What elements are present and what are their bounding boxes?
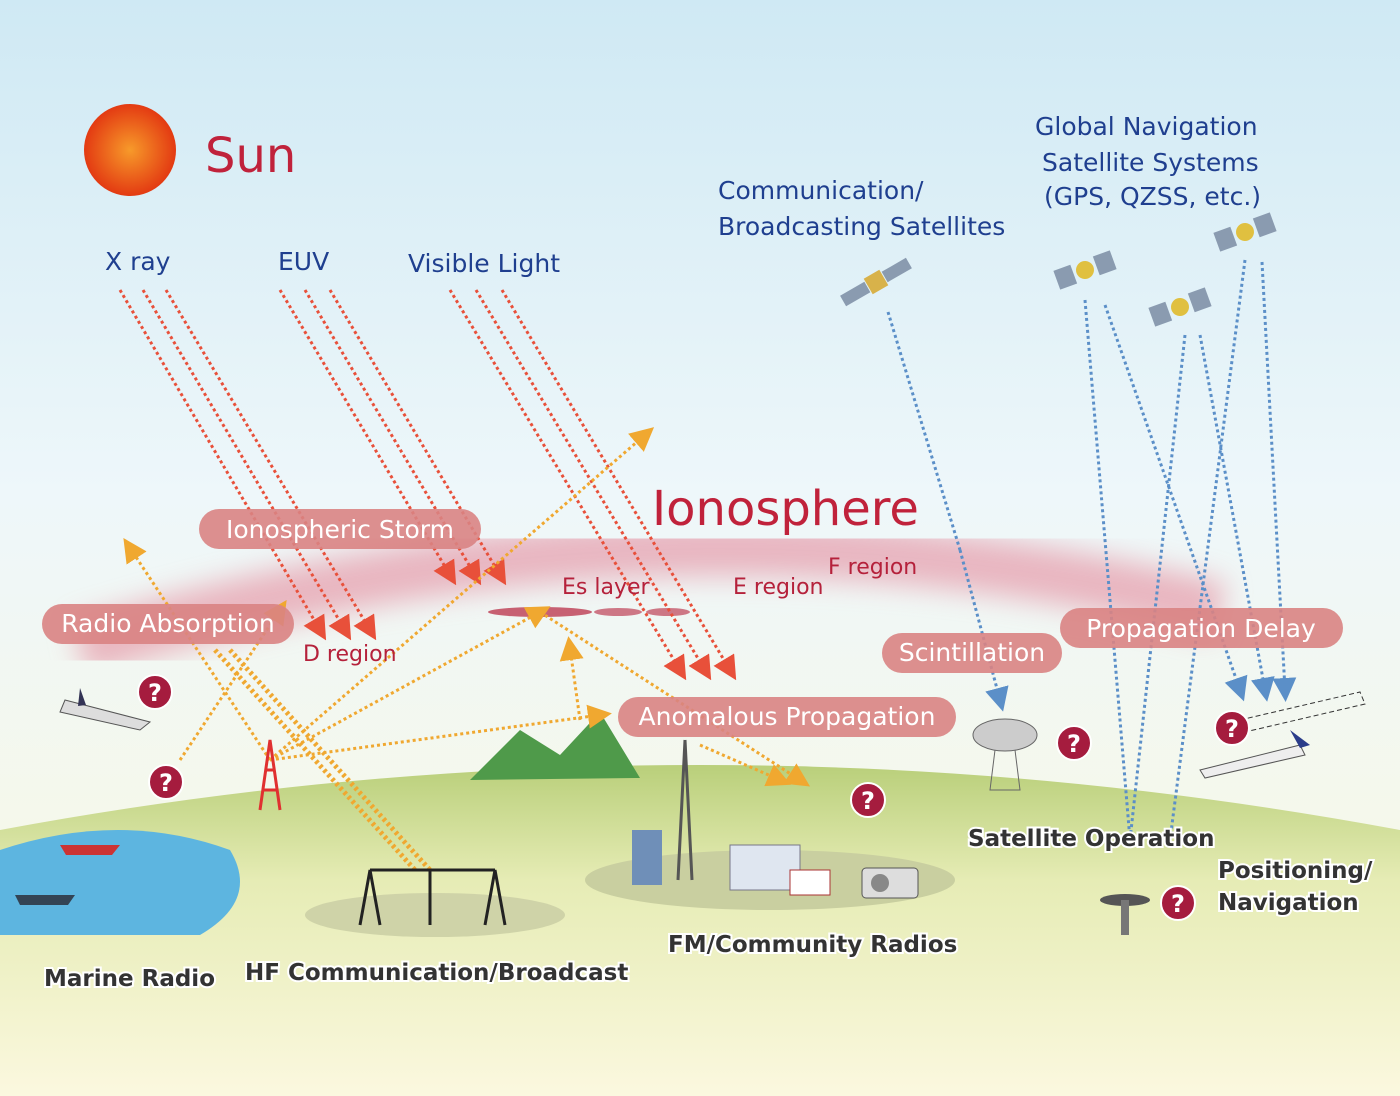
- gnss-signal: [1128, 334, 1187, 841]
- svg-text:?: ?: [159, 769, 173, 797]
- ships-icon: [15, 845, 120, 905]
- mountains: [470, 712, 640, 780]
- visible-light-ray: [448, 289, 687, 681]
- gnss-signal: [1103, 304, 1248, 702]
- gnss-signal: [1168, 259, 1247, 841]
- fm-community-radio-label: FM/Community Radios: [668, 932, 957, 958]
- tv-tower-icon: [676, 739, 694, 881]
- sun-icon: [84, 104, 176, 196]
- airplane-icon: [1199, 730, 1310, 779]
- satellite-icon: [1213, 212, 1277, 252]
- satellite-icon: [1053, 250, 1117, 290]
- pill-radio-absorption: Radio Absorption: [42, 604, 294, 644]
- svg-text:Ionospheric Storm: Ionospheric Storm: [226, 515, 454, 544]
- pill-scintillation: Scintillation: [882, 633, 1062, 673]
- positioning-label-2: Navigation: [1218, 890, 1359, 916]
- gnss-label-3: (GPS, QZSS, etc.): [1044, 182, 1261, 211]
- hf-wave-beam: [228, 648, 432, 872]
- hf-area: [305, 893, 565, 937]
- satellite-operation-label: Satellite Operation: [968, 826, 1214, 852]
- hf-wave-beam: [213, 648, 417, 872]
- visible-light-ray: [474, 289, 712, 681]
- ionosphere-title: Ionosphere: [652, 481, 919, 537]
- satellite-icon: [1148, 287, 1212, 327]
- comm-sat-label-1: Communication/: [718, 176, 924, 205]
- satellite-icon: [840, 257, 912, 307]
- comm-sat-label-2: Broadcasting Satellites: [718, 212, 1005, 241]
- svg-text:Scintillation: Scintillation: [899, 638, 1045, 667]
- d-region-label: D region: [303, 642, 397, 667]
- question-mark-icon: ?: [850, 782, 886, 818]
- marine-radio-label: Marine Radio: [44, 966, 215, 992]
- pill-anomalous-propagation: Anomalous Propagation: [618, 697, 956, 737]
- question-mark-icon: ?: [1160, 885, 1196, 921]
- buildings-icon: [632, 830, 831, 896]
- sea: [0, 830, 240, 935]
- radio-icon: [861, 867, 919, 899]
- question-mark-icon: ?: [148, 764, 184, 800]
- svg-text:?: ?: [1171, 890, 1185, 918]
- question-mark-icon: ?: [1214, 710, 1250, 746]
- svg-text:Propagation Delay: Propagation Delay: [1086, 614, 1316, 643]
- radio-wave-path: [559, 636, 584, 721]
- euv-label: EUV: [278, 247, 329, 276]
- hf-antenna-icon: [358, 868, 507, 926]
- airplane-outline-icon: [1239, 691, 1366, 733]
- svg-text:?: ?: [861, 787, 875, 815]
- ionosphere-band: [71, 521, 1227, 677]
- gnss-receiver-icon: [1100, 894, 1150, 935]
- pill-propagation-delay: Propagation Delay: [1060, 608, 1343, 648]
- antenna-dish-icon: [972, 718, 1038, 791]
- pill-ionospheric-storm: Ionospheric Storm: [199, 509, 481, 549]
- question-badges: ??????: [137, 674, 1250, 921]
- xray-ray: [164, 289, 377, 641]
- svg-text:Radio Absorption: Radio Absorption: [61, 609, 275, 638]
- visible-light-label: Visible Light: [408, 249, 560, 278]
- radio-wave-path: [699, 743, 791, 787]
- earth-ground: [0, 765, 1400, 1096]
- svg-text:?: ?: [1225, 715, 1239, 743]
- xray-label: X ray: [105, 247, 171, 276]
- gnss-signal: [1083, 299, 1132, 841]
- hf-communication-label: HF Communication/Broadcast: [245, 960, 628, 986]
- svg-text:?: ?: [1067, 730, 1081, 758]
- question-mark-icon: ?: [1056, 725, 1092, 761]
- positioning-label-1: Positioning/: [1218, 858, 1373, 884]
- e-region-label: E region: [733, 575, 823, 600]
- es-layer-label: Es layer: [562, 575, 651, 600]
- comm-satellite-signal: [958, 549, 1009, 712]
- radio-wave-path: [269, 427, 655, 762]
- gnss-label-1: Global Navigation: [1035, 112, 1258, 141]
- question-mark-icon: ?: [137, 674, 173, 710]
- f-region-label: F region: [828, 555, 917, 580]
- visible-light-ray: [500, 289, 737, 681]
- airplane-icon: [59, 688, 152, 731]
- radio-tower-icon: [258, 739, 282, 811]
- svg-text:Anomalous Propagation: Anomalous Propagation: [639, 702, 936, 731]
- sun-label: Sun: [205, 128, 296, 184]
- svg-text:?: ?: [148, 679, 162, 707]
- radio-wave-path: [123, 537, 272, 761]
- gnss-label-2: Satellite Systems: [1042, 148, 1259, 177]
